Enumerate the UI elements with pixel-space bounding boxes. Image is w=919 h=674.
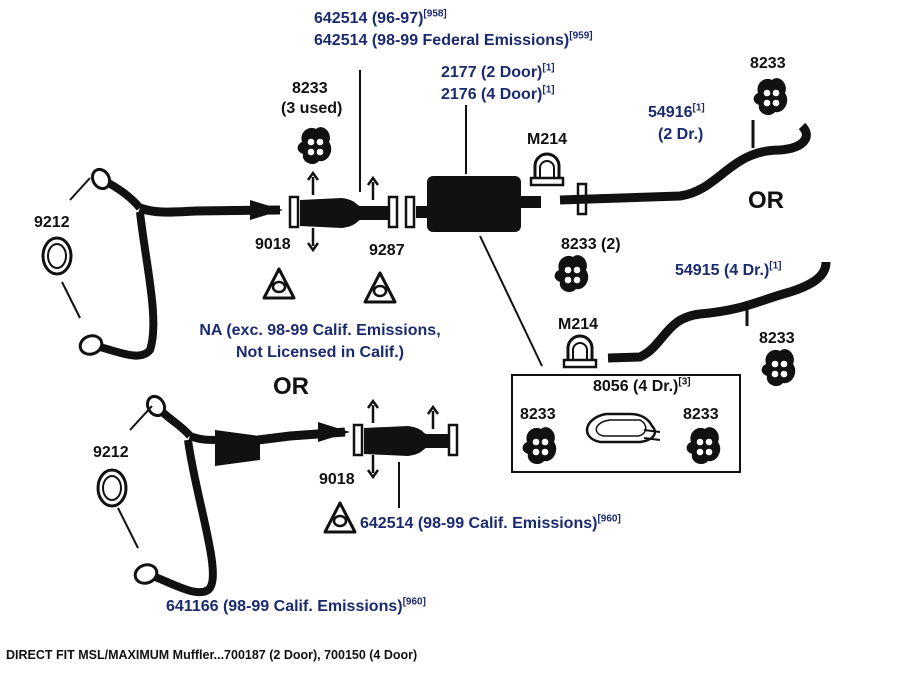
hanger-icon — [753, 78, 788, 116]
label-2176: 2176 (4 Door)[1] — [441, 84, 555, 103]
label-8056: 8056 (4 Dr.)[3] — [593, 376, 691, 395]
hanger-icon — [297, 127, 332, 165]
tailpipe-54915 — [607, 261, 831, 363]
gasket-icon — [363, 271, 397, 304]
label-9212-top: 9212 — [34, 214, 70, 231]
label-54916: 54916[1] — [648, 102, 705, 121]
converter-642514-calif — [352, 399, 459, 508]
leader-9212-top — [61, 177, 91, 319]
donut-gasket-icon — [96, 468, 128, 508]
gasket-icon — [323, 501, 357, 534]
label-na-line2: Not Licensed in Calif.) — [235, 344, 404, 361]
label-m214-mid: M214 — [558, 316, 599, 333]
clamp-icon — [562, 334, 598, 369]
label-8233-right-top: 8233 — [750, 55, 786, 72]
tailpipe-54916 — [559, 120, 811, 216]
label-9287: 9287 — [369, 242, 405, 259]
label-3-used: (3 used) — [281, 100, 343, 117]
or-separator-right: OR — [748, 187, 784, 214]
label-na-line1: NA (exc. 98-99 Calif. Emissions, — [199, 322, 441, 339]
muffler — [404, 105, 543, 367]
label-642514-calif: 642514 (98-99 Calif. Emissions)[960] — [360, 513, 621, 532]
label-8233-box-left: 8233 — [520, 406, 556, 423]
label-m214-top: M214 — [527, 131, 568, 148]
clamp-icon — [529, 152, 565, 187]
y-pipe-lower — [133, 394, 350, 597]
label-8233-top: 8233 — [292, 80, 328, 97]
label-642514-federal: 642514 (98-99 Federal Emissions)[959] — [314, 30, 593, 49]
y-pipe-upper — [78, 167, 283, 360]
label-9018-bottom: 9018 — [319, 471, 355, 488]
footer-note: DIRECT FIT MSL/MAXIMUM Muffler...700187 … — [6, 648, 418, 662]
gasket-icon — [262, 267, 296, 300]
donut-gasket-icon — [41, 236, 73, 276]
converter-642514 — [288, 70, 399, 252]
leader-9212-bottom — [117, 405, 153, 549]
label-8233-2: 8233 (2) — [561, 236, 621, 253]
label-9212-bottom: 9212 — [93, 444, 129, 461]
hanger-icon — [554, 255, 589, 293]
label-8233-box-right: 8233 — [683, 406, 719, 423]
or-separator-mid: OR — [273, 373, 309, 400]
hanger-icon — [761, 349, 796, 387]
label-8233-right-mid: 8233 — [759, 330, 795, 347]
label-642514-96-97: 642514 (96-97)[958] — [314, 8, 447, 27]
label-2177: 2177 (2 Door)[1] — [441, 62, 555, 81]
label-2-dr: (2 Dr.) — [658, 126, 704, 143]
label-641166: 641166 (98-99 Calif. Emissions)[960] — [166, 596, 426, 615]
label-9018-top: 9018 — [255, 236, 291, 253]
label-54915: 54915 (4 Dr.)[1] — [675, 260, 782, 279]
